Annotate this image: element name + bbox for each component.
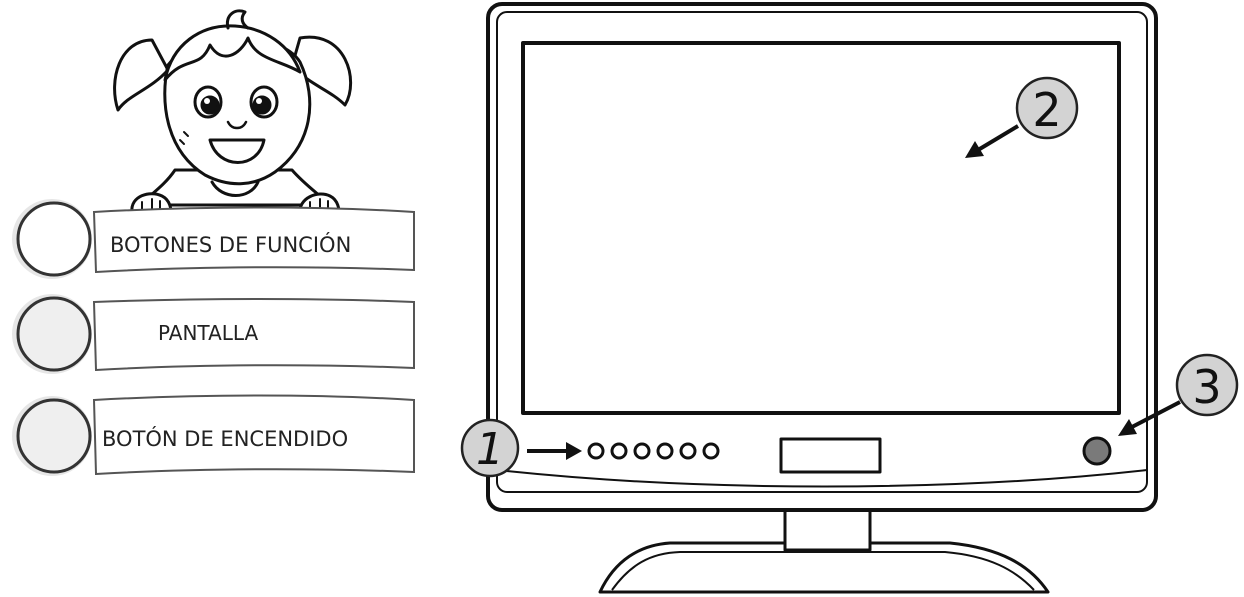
label-text: BOTÓN DE ENCENDIDO xyxy=(102,426,348,451)
label-text: PANTALLA xyxy=(158,321,259,345)
function-button[interactable] xyxy=(679,442,697,460)
marker-circle xyxy=(1175,353,1239,417)
power-button[interactable] xyxy=(1082,436,1112,466)
arrow-head xyxy=(965,141,984,158)
marker-number: 3 xyxy=(1192,360,1221,414)
function-button[interactable] xyxy=(656,442,674,460)
function-buttons xyxy=(587,442,720,460)
marker-circle xyxy=(460,418,520,478)
arrow-line xyxy=(976,124,1020,152)
girl-illustration xyxy=(113,9,353,216)
arrow-head xyxy=(566,442,582,460)
marker-circle xyxy=(1015,76,1079,140)
answer-circle[interactable] xyxy=(16,201,92,277)
label-box-2: PANTALLA xyxy=(12,294,415,374)
label-text: BOTONES DE FUNCIÓN xyxy=(110,232,351,257)
function-button[interactable] xyxy=(633,442,651,460)
answer-circle[interactable] xyxy=(16,398,92,474)
marker-number: 2 xyxy=(1032,83,1061,137)
marker-number: 1 xyxy=(476,424,504,475)
monitor-logo-panel xyxy=(779,437,882,474)
function-button[interactable] xyxy=(587,442,605,460)
monitor-base xyxy=(598,541,1050,594)
answer-circle[interactable] xyxy=(16,296,92,372)
label-box-1: BOTONES DE FUNCIÓN xyxy=(12,199,415,279)
marker-2: 2 xyxy=(965,76,1079,158)
marker-3: 3 xyxy=(1118,353,1239,436)
function-button[interactable] xyxy=(610,442,628,460)
label-box-3: BOTÓN DE ENCENDIDO xyxy=(12,394,415,476)
function-button[interactable] xyxy=(702,442,720,460)
arrow-head xyxy=(1118,419,1137,436)
marker-1: 1 xyxy=(460,418,582,478)
arrow-line xyxy=(1129,400,1181,430)
